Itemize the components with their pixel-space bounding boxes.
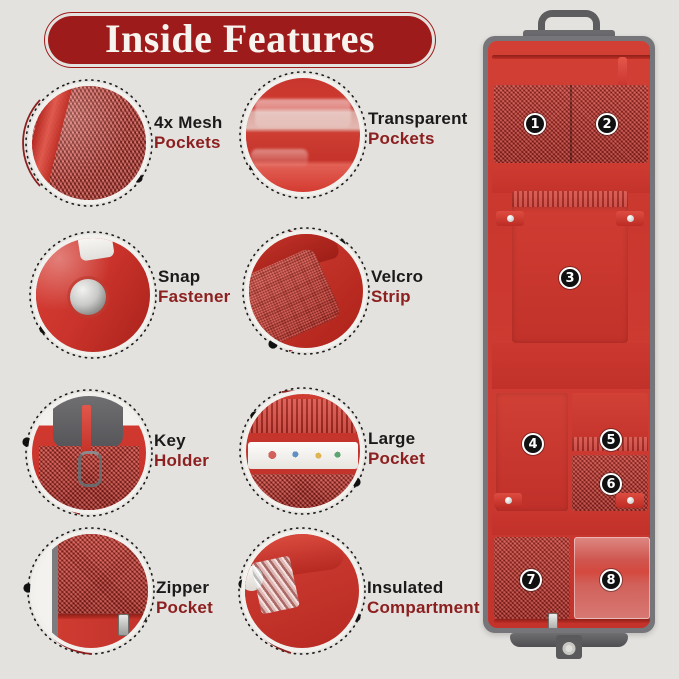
callout-circle bbox=[22, 79, 153, 207]
callout-circle bbox=[242, 227, 370, 355]
feature-label: Zipper Pocket bbox=[156, 578, 213, 618]
feature-photo bbox=[246, 394, 360, 508]
feature-photo bbox=[249, 234, 363, 348]
feature-label: Insulated Compartment bbox=[367, 578, 480, 618]
feature-label: Transparent Pockets bbox=[368, 109, 468, 149]
feature-label: Key Holder bbox=[154, 431, 209, 471]
title-banner: Inside Features bbox=[48, 16, 432, 64]
feature-label-line2: Strip bbox=[371, 287, 411, 307]
callout-circle bbox=[22, 389, 153, 517]
feature-label-line1: Zipper bbox=[156, 578, 210, 597]
feature-label-line2: Holder bbox=[154, 451, 210, 471]
marker-badge-6: 6 bbox=[600, 473, 622, 495]
zipper-pull-tab bbox=[618, 57, 627, 91]
callout-circle bbox=[23, 527, 155, 655]
organizer-fabric-panel: 1 2 3 4 5 6 bbox=[488, 41, 650, 628]
marker-badge-4: 4 bbox=[522, 433, 544, 455]
callout-circle bbox=[29, 231, 157, 359]
feature-photo bbox=[32, 86, 146, 200]
panel-gap-top bbox=[492, 163, 650, 193]
feature-label-line1: Large bbox=[368, 429, 416, 448]
feature-label-line1: Snap bbox=[158, 267, 201, 286]
mesh-pocket-divider bbox=[570, 85, 572, 163]
large-pocket-elastic-top bbox=[512, 191, 628, 209]
bottom-zipper-strip bbox=[494, 619, 650, 623]
snap-fastener-left[interactable] bbox=[496, 211, 524, 226]
product-image: 1 2 3 4 5 6 bbox=[466, 6, 672, 674]
feature-label-line2: Pocket bbox=[368, 449, 425, 469]
snap-fastener-lower-right[interactable] bbox=[616, 493, 644, 508]
feature-label-line1: Key bbox=[154, 431, 186, 450]
feature-label: Velcro Strip bbox=[371, 267, 423, 307]
feature-label-line2: Pockets bbox=[154, 133, 221, 153]
callout-circle bbox=[239, 387, 367, 515]
feature-label: Snap Fastener bbox=[158, 267, 230, 307]
bottom-hook-assembly bbox=[510, 633, 628, 659]
marker-badge-1: 1 bbox=[524, 113, 546, 135]
panel-gap-middle bbox=[492, 343, 650, 389]
snap-fastener-lower-left[interactable] bbox=[494, 493, 522, 508]
snap-fastener-right[interactable] bbox=[616, 211, 644, 226]
callout-circle bbox=[238, 527, 366, 655]
feature-photo bbox=[34, 534, 148, 648]
feature-photo bbox=[32, 396, 146, 510]
feature-label-line2: Compartment bbox=[367, 598, 480, 618]
feature-photo bbox=[245, 534, 359, 648]
feature-label-line1: Insulated bbox=[367, 578, 444, 597]
feature-label-line1: Velcro bbox=[371, 267, 424, 286]
feature-label-line1: Transparent bbox=[368, 109, 468, 128]
carry-handle bbox=[538, 10, 600, 36]
panel-gap-lower bbox=[492, 511, 650, 535]
feature-photo bbox=[36, 238, 150, 352]
marker-badge-8: 8 bbox=[600, 569, 622, 591]
marker-badge-3: 3 bbox=[559, 267, 581, 289]
feature-photo bbox=[246, 78, 360, 192]
feature-label: Large Pocket bbox=[368, 429, 425, 469]
title-outline bbox=[44, 12, 436, 68]
bottom-zipper-pull[interactable] bbox=[548, 613, 558, 628]
hook-ring-icon bbox=[562, 642, 576, 655]
feature-label: 4x Mesh Pockets bbox=[154, 113, 223, 153]
callout-circle bbox=[239, 71, 367, 199]
marker-badge-5: 5 bbox=[600, 429, 622, 451]
mesh-pocket-top-row bbox=[494, 85, 648, 163]
feature-label-line2: Fastener bbox=[158, 287, 231, 307]
feature-label-line2: Pockets bbox=[368, 129, 435, 149]
organizer-body: 1 2 3 4 5 6 bbox=[483, 36, 655, 633]
page-title: Inside Features bbox=[44, 12, 436, 68]
marker-badge-7: 7 bbox=[520, 569, 542, 591]
feature-label-line1: 4x Mesh bbox=[154, 113, 223, 132]
feature-label-line2: Pocket bbox=[156, 598, 213, 618]
top-zipper-strip bbox=[492, 55, 650, 59]
marker-badge-2: 2 bbox=[596, 113, 618, 135]
title-text: Inside Features bbox=[104, 15, 376, 61]
